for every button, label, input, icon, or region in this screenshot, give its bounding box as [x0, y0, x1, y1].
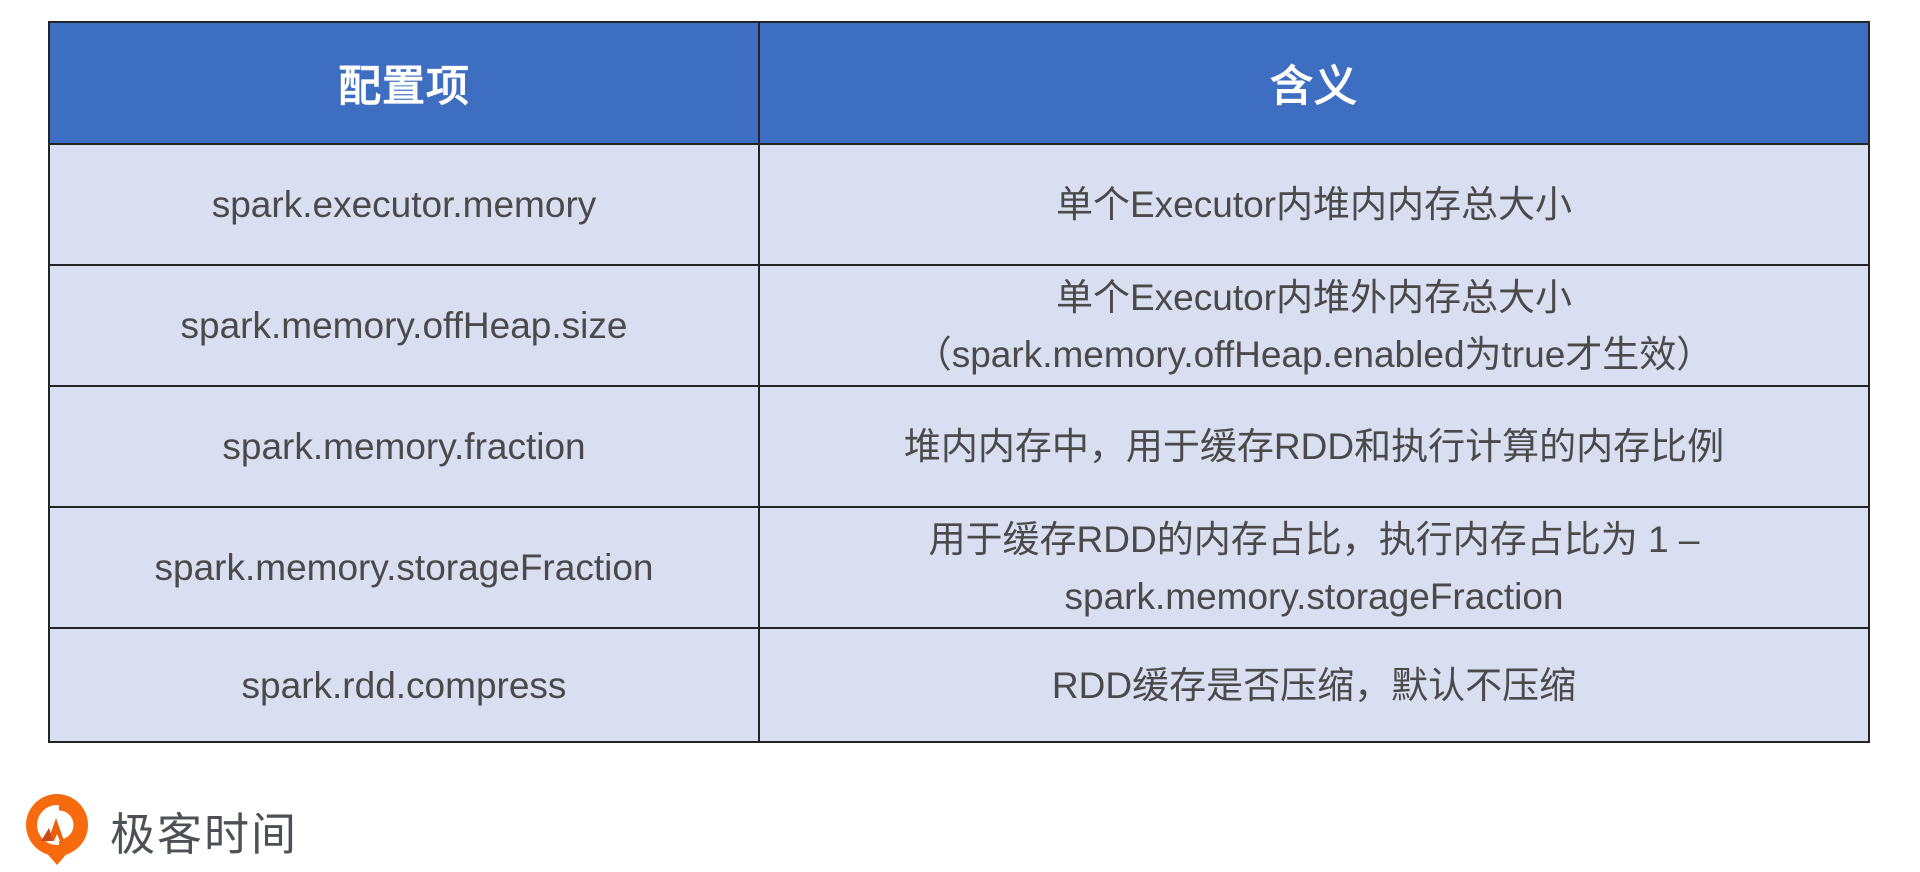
table-row: spark.memory.fraction 堆内内存中，用于缓存RDD和执行计算… [48, 385, 1870, 508]
table-row: spark.memory.offHeap.size 单个Executor内堆外内… [48, 264, 1870, 387]
meaning-cell: 堆内内存中，用于缓存RDD和执行计算的内存比例 [758, 385, 1870, 508]
table-header-row: 配置项 含义 [48, 21, 1870, 145]
table-row: spark.rdd.compress RDD缓存是否压缩，默认不压缩 [48, 627, 1870, 743]
meaning-cell: 单个Executor内堆外内存总大小 （spark.memory.offHeap… [758, 264, 1870, 387]
meaning-cell: RDD缓存是否压缩，默认不压缩 [758, 627, 1870, 743]
config-cell: spark.memory.fraction [48, 385, 760, 508]
table-row: spark.executor.memory 单个Executor内堆内内存总大小 [48, 143, 1870, 266]
geektime-brand: 极客时间 [24, 794, 298, 866]
spark-config-table: 配置项 含义 spark.executor.memory 单个Executor内… [48, 21, 1870, 743]
meaning-cell: 单个Executor内堆内内存总大小 [758, 143, 1870, 266]
config-cell: spark.executor.memory [48, 143, 760, 266]
brand-name-text: 极客时间 [110, 808, 299, 860]
geektime-pin-icon [24, 794, 90, 866]
config-cell: spark.rdd.compress [48, 627, 760, 743]
column-header-config: 配置项 [48, 21, 760, 145]
table-row: spark.memory.storageFraction 用于缓存RDD的内存占… [48, 506, 1870, 629]
meaning-cell: 用于缓存RDD的内存占比，执行内存占比为 1 – spark.memory.st… [758, 506, 1870, 629]
config-cell: spark.memory.storageFraction [48, 506, 760, 629]
column-header-meaning: 含义 [758, 21, 1870, 145]
config-cell: spark.memory.offHeap.size [48, 264, 760, 387]
